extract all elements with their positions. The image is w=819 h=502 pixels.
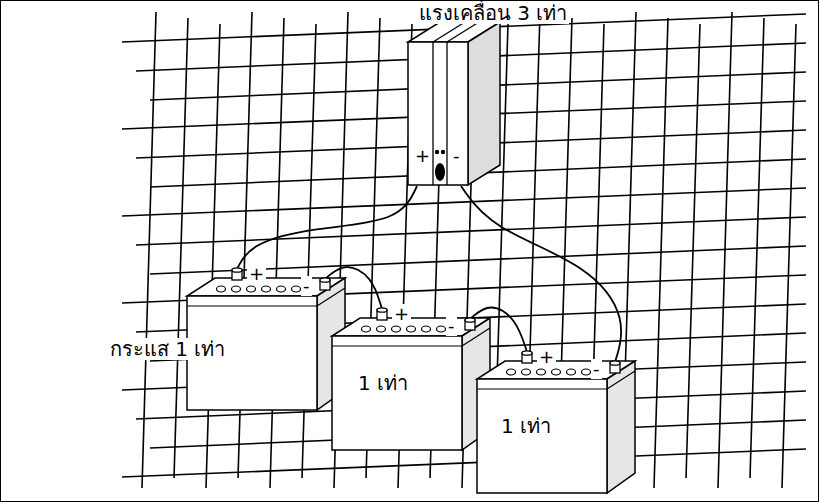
- battery-outline: [330, 302, 495, 452]
- plus-sign: +: [247, 264, 266, 284]
- minus-sign: -: [446, 316, 457, 336]
- mesh-line: [122, 188, 806, 216]
- mesh-line: [206, 24, 220, 488]
- minus-sign: -: [591, 359, 602, 379]
- plus-sign: +: [392, 304, 411, 324]
- mesh-line: [136, 217, 806, 245]
- current-label: กระแส 1 เท่า: [108, 338, 227, 360]
- mesh-line: [782, 24, 796, 488]
- mesh-line: [174, 18, 188, 478]
- minus-sign: -: [301, 276, 312, 296]
- plus-sign: +: [537, 347, 556, 367]
- current-label: 1 เท่า: [499, 415, 553, 437]
- battery: + - 1 เท่า: [330, 302, 495, 452]
- plus-sign: +: [413, 146, 432, 166]
- current-label: 1 เท่า: [356, 372, 410, 394]
- battery-outline: [185, 262, 350, 412]
- wire: [237, 186, 417, 269]
- mesh-line: [122, 449, 806, 477]
- mesh-line: [142, 12, 156, 488]
- voltage-label: แรงเคลื่อน 3 เท่า: [417, 2, 569, 24]
- battery: +-กระแส 1 เท่า: [185, 262, 350, 412]
- power-box: แรงเคลื่อน 3 เท่า+-: [405, 0, 505, 192]
- mesh-line: [270, 18, 284, 488]
- minus-sign: -: [451, 146, 462, 166]
- battery: + - 1 เท่า: [475, 345, 640, 495]
